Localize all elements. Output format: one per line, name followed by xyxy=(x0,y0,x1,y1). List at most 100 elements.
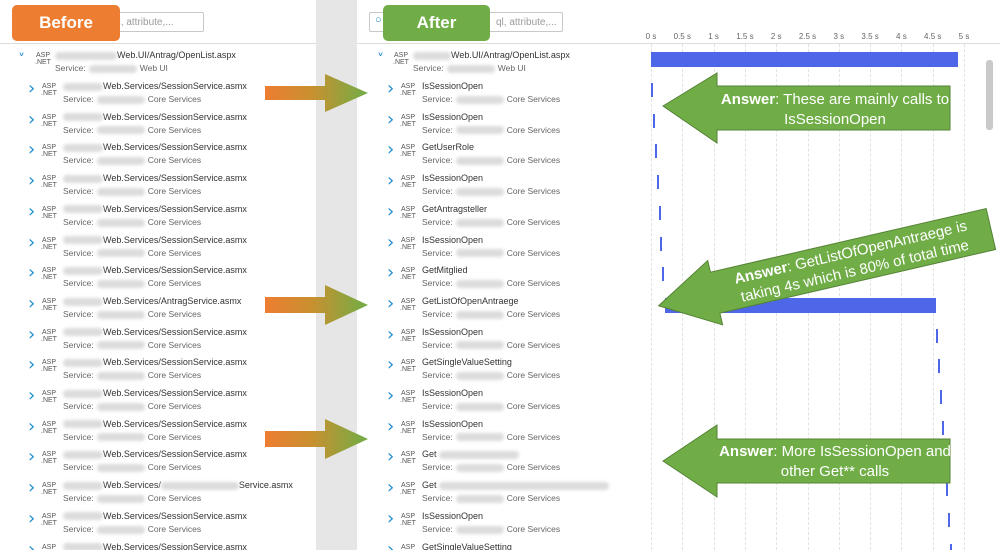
item-service: Service:Core Services xyxy=(422,309,560,320)
chevron-right-icon[interactable]: › xyxy=(387,78,395,99)
chevron-right-icon[interactable]: › xyxy=(28,446,36,468)
chevron-right-icon[interactable]: › xyxy=(28,538,36,550)
scrollbar[interactable] xyxy=(985,56,994,550)
chevron-right-icon[interactable]: › xyxy=(387,170,395,192)
timeline-bar[interactable] xyxy=(662,267,665,282)
chevron-right-icon[interactable]: › xyxy=(387,354,395,376)
chevron-right-icon[interactable]: › xyxy=(28,170,36,192)
chevron-right-icon[interactable]: › xyxy=(28,262,36,284)
chevron-right-icon[interactable]: › xyxy=(387,108,395,130)
chevron-right-icon[interactable]: › xyxy=(387,231,395,253)
timeline-bar[interactable] xyxy=(651,52,958,67)
scrollbar-thumb[interactable] xyxy=(986,60,993,130)
chevron-down-icon[interactable]: ˅ xyxy=(18,52,25,68)
chevron-right-icon[interactable]: › xyxy=(28,385,36,406)
timeline-bar[interactable] xyxy=(947,512,950,527)
chevron-right-icon[interactable]: › xyxy=(28,323,36,345)
service-label: Service: xyxy=(422,124,453,135)
item-name-text: IsSessionOpen xyxy=(422,81,484,91)
chevron-right-icon[interactable]: › xyxy=(28,477,36,499)
timeline-bar[interactable] xyxy=(938,359,941,374)
chevron-right-icon[interactable]: › xyxy=(387,538,395,550)
timeline-bar[interactable] xyxy=(660,236,663,251)
chevron-right-icon[interactable]: › xyxy=(387,323,395,345)
chevron-right-icon[interactable]: › xyxy=(387,446,395,468)
chevron-right-icon[interactable]: › xyxy=(28,108,36,130)
timeline-bar[interactable] xyxy=(664,297,936,313)
chevron-right-icon[interactable]: › xyxy=(28,78,36,99)
chevron-right-icon[interactable]: › xyxy=(28,231,36,253)
timeline-bar[interactable] xyxy=(651,83,653,97)
aspnet-icon: ASP.NET xyxy=(400,543,415,550)
list-item[interactable]: ›ASP.NETWeb.Services/SessionService.asmx… xyxy=(0,538,300,550)
chevron-down-icon[interactable]: ˅ xyxy=(377,52,384,68)
search-input[interactable]: ql, attribute,... xyxy=(108,12,204,32)
chevron-right-icon[interactable]: › xyxy=(387,262,395,284)
chevron-right-icon[interactable]: › xyxy=(387,200,395,222)
timeline-bar[interactable] xyxy=(652,113,655,128)
chevron-right-icon[interactable]: › xyxy=(387,139,395,161)
timeline-bar[interactable] xyxy=(936,328,939,343)
timeline-bar[interactable] xyxy=(654,144,657,159)
chevron-right-icon[interactable]: › xyxy=(28,292,36,314)
chevron-right-icon[interactable]: › xyxy=(28,415,36,437)
list-item[interactable]: ›ASP.NETGetSingleValueSettingService:Cor… xyxy=(357,538,657,550)
timeline-bar[interactable] xyxy=(656,175,659,190)
chevron-right-icon[interactable]: › xyxy=(387,507,395,529)
chevron-right-icon[interactable]: › xyxy=(28,507,36,529)
chevron-right-icon[interactable]: › xyxy=(387,415,395,437)
timeline-bar[interactable] xyxy=(940,390,943,404)
timeline-bar[interactable] xyxy=(942,420,945,435)
item-service: Service:Core Services xyxy=(422,278,560,289)
timeline-bar[interactable] xyxy=(943,451,946,466)
item-service: Service:Core Services xyxy=(63,217,201,228)
redacted-text xyxy=(63,205,103,214)
chevron-right-icon[interactable]: › xyxy=(387,385,395,406)
chevron-right-icon[interactable]: › xyxy=(28,200,36,222)
service-label: Service: xyxy=(63,155,94,166)
chevron-right-icon[interactable]: › xyxy=(387,292,395,314)
aspnet-icon: ASP.NET xyxy=(41,359,57,374)
timeline-bar[interactable] xyxy=(949,543,952,550)
redacted-text xyxy=(455,157,504,166)
timeline-bar[interactable] xyxy=(945,482,948,497)
timeline-bar[interactable] xyxy=(658,205,661,220)
item-name: Web.Services/SessionService.asmx xyxy=(63,542,247,550)
redacted-text xyxy=(96,126,145,135)
chevron-right-icon[interactable]: › xyxy=(28,354,36,376)
chevron-right-icon[interactable]: › xyxy=(28,139,36,161)
chevron-right-icon[interactable]: › xyxy=(387,477,395,499)
